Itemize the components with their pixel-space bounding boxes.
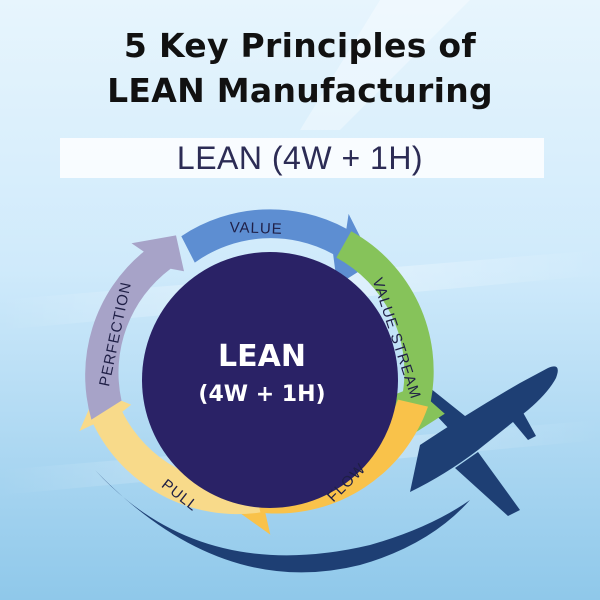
page-title-line-1: 5 Key Principles of	[123, 26, 477, 65]
subtitle: LEAN (4W + 1H)	[176, 140, 424, 176]
center-subtitle: (4W + 1H)	[198, 382, 325, 407]
segment-perfection	[85, 235, 184, 420]
swoosh-trail	[95, 470, 470, 573]
segment-value-stream	[336, 231, 445, 438]
segment-value	[181, 209, 374, 286]
center-circle	[142, 252, 398, 508]
page-title-line-2: LEAN Manufacturing	[107, 71, 493, 110]
center-title: LEAN	[218, 339, 306, 374]
subtitle-band	[60, 138, 544, 178]
segment-label-value: VALUE	[229, 219, 283, 238]
